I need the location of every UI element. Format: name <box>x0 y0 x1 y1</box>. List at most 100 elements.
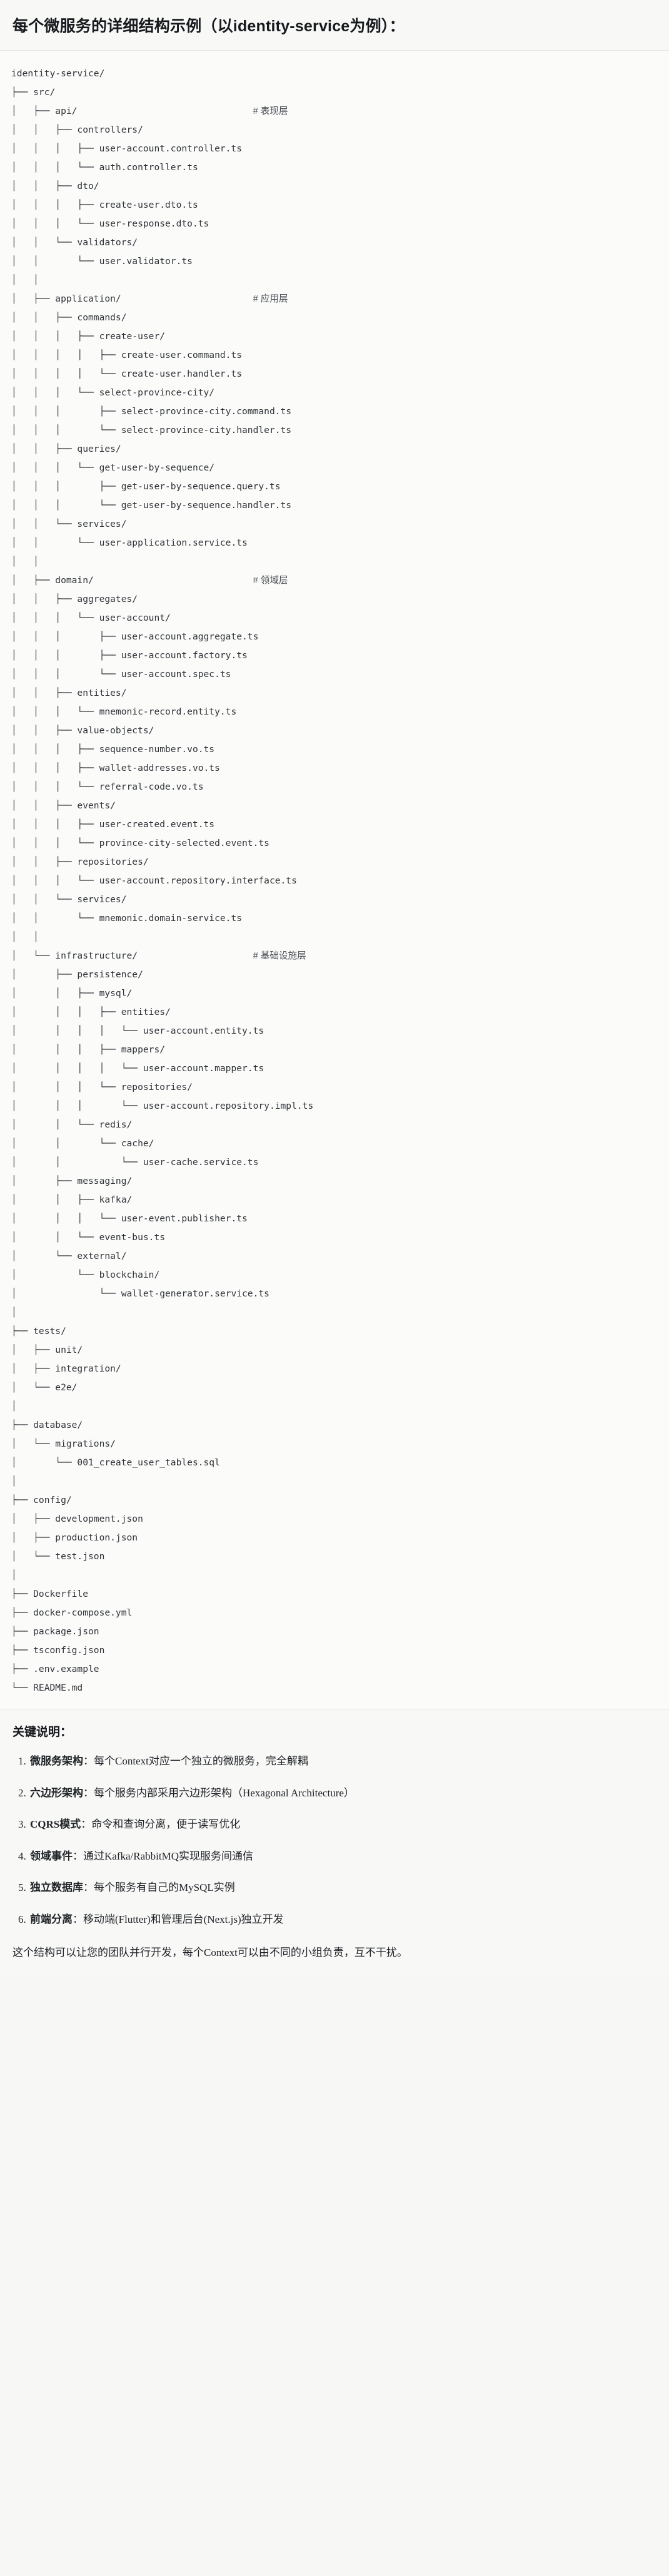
tree-line: │ │ └── validators/ <box>11 233 669 252</box>
tree-line-path: │ │ └── mnemonic.domain-service.ts <box>11 912 243 924</box>
tree-line-path: │ │ <box>11 556 39 567</box>
tree-line-path: │ │ │ ├── create-user.dto.ts <box>11 199 198 210</box>
tree-line-path: │ │ └── user.validator.ts <box>11 255 193 267</box>
key-note-item: 领域事件：通过Kafka/RabbitMQ实现服务间通信 <box>29 1848 656 1865</box>
tree-line: │ │ │ └── province-city-selected.event.t… <box>11 834 669 853</box>
tree-line: │ │ │ ├── sequence-number.vo.ts <box>11 740 669 759</box>
tree-line: │ │ │ ├── user-created.event.ts <box>11 815 669 834</box>
key-note-desc: ：每个服务有自己的MySQL实例 <box>83 1881 235 1894</box>
tree-line: │ │ │ └── user-response.dto.ts <box>11 215 669 233</box>
tree-line-path: │ ├── development.json <box>11 1513 143 1524</box>
tree-line-path: │ ├── persistence/ <box>11 969 143 980</box>
tree-line-path: │ │ └── services/ <box>11 518 127 529</box>
tree-line: │ └── 001_create_user_tables.sql <box>11 1453 669 1472</box>
tree-line-path: ├── package.json <box>11 1626 99 1637</box>
tree-line: │ │ ├── queries/ <box>11 440 669 459</box>
tree-line: │ │ ├── mysql/ <box>11 984 669 1003</box>
tree-line: │ │ ├── events/ <box>11 797 669 815</box>
tree-line-path: │ │ │ └── get-user-by-sequence/ <box>11 462 215 473</box>
tree-line: │ ├── unit/ <box>11 1341 669 1360</box>
tree-line-path: │ │ │ └── get-user-by-sequence.handler.t… <box>11 499 292 511</box>
tree-line-path: │ │ └── redis/ <box>11 1119 133 1130</box>
tree-line: ├── tsconfig.json <box>11 1641 669 1660</box>
tree-line-path: │ ├── unit/ <box>11 1344 83 1355</box>
key-notes-block: 关键说明： 微服务架构：每个Context对应一个独立的微服务，完全解耦六边形架… <box>0 1709 669 1975</box>
tree-line: │ │ └── cache/ <box>11 1134 669 1153</box>
tree-line: │ │ │ └── user-event.publisher.ts <box>11 1209 669 1228</box>
tree-line: │ ├── application/ # 应用层 <box>11 290 669 308</box>
tree-line-path: └── README.md <box>11 1682 83 1693</box>
tree-line: │ ├── messaging/ <box>11 1172 669 1191</box>
tree-line-path: │ └── e2e/ <box>11 1382 78 1393</box>
directory-tree: identity-service/├── src/│ ├── api/ # 表现… <box>0 64 669 1698</box>
tree-line: │ │ ├── aggregates/ <box>11 590 669 609</box>
key-note-item: 独立数据库：每个服务有自己的MySQL实例 <box>29 1880 656 1896</box>
key-note-term: 独立数据库 <box>30 1881 83 1894</box>
tree-line: │ ├── api/ # 表现层 <box>11 102 669 121</box>
heading-block: 每个微服务的详细结构示例（以identity-service为例）： <box>0 0 669 50</box>
tree-line-path: │ │ ├── dto/ <box>11 180 99 191</box>
tree-line: │ │ │ │ └── user-account.mapper.ts <box>11 1059 669 1078</box>
tree-line: │ │ └── user-cache.service.ts <box>11 1153 669 1172</box>
tree-line: │ │ │ └── auth.controller.ts <box>11 158 669 177</box>
key-note-term: 六边形架构 <box>30 1786 83 1799</box>
tree-line-comment: # 基础设施层 <box>253 950 306 961</box>
tree-line-path: ├── docker-compose.yml <box>11 1607 133 1618</box>
tree-line: │ └── e2e/ <box>11 1378 669 1397</box>
tree-line: │ └── test.json <box>11 1547 669 1566</box>
tree-line: │ │ │ └── select-province-city.handler.t… <box>11 421 669 440</box>
key-note-item: 前端分离：移动端(Flutter)和管理后台(Next.js)独立开发 <box>29 1912 656 1928</box>
tree-line: │ │ └── mnemonic.domain-service.ts <box>11 909 669 928</box>
key-note-item: 微服务架构：每个Context对应一个独立的微服务，完全解耦 <box>29 1753 656 1769</box>
tree-line: │ │ └── event-bus.ts <box>11 1228 669 1247</box>
tree-line-path: │ │ │ └── auth.controller.ts <box>11 161 198 173</box>
tree-line: │ │ │ └── get-user-by-sequence.handler.t… <box>11 496 669 515</box>
tree-line: │ └── external/ <box>11 1247 669 1266</box>
tree-line-path: │ │ │ ├── entities/ <box>11 1006 171 1017</box>
tree-line-path: │ │ │ └── user-account/ <box>11 612 171 623</box>
key-note-desc: ：每个Context对应一个独立的微服务，完全解耦 <box>83 1755 308 1768</box>
tree-line-path: │ │ │ └── user-event.publisher.ts <box>11 1213 248 1224</box>
tree-line-path: │ ├── production.json <box>11 1532 138 1543</box>
tree-line: ├── docker-compose.yml <box>11 1604 669 1622</box>
tree-line-path: ├── database/ <box>11 1419 83 1430</box>
tree-line-path: │ │ ├── queries/ <box>11 443 121 454</box>
tree-line: │ <box>11 1566 669 1585</box>
tree-line: │ │ ├── repositories/ <box>11 853 669 872</box>
tree-line: ├── config/ <box>11 1491 669 1510</box>
tree-line-path: │ │ │ ├── sequence-number.vo.ts <box>11 743 215 755</box>
tree-line-path: │ │ │ └── user-response.dto.ts <box>11 218 209 229</box>
tree-line-path: │ │ ├── controllers/ <box>11 124 143 135</box>
tree-line: │ │ ├── dto/ <box>11 177 669 196</box>
tree-line-path: │ │ └── cache/ <box>11 1138 154 1149</box>
tree-line-path: │ │ │ ├── user-account.aggregate.ts <box>11 631 259 642</box>
tree-line: │ │ │ └── repositories/ <box>11 1078 669 1097</box>
key-note-item: 六边形架构：每个服务内部采用六边形架构（Hexagonal Architectu… <box>29 1785 656 1801</box>
tree-line-path: │ │ <box>11 931 39 942</box>
key-note-desc: ：通过Kafka/RabbitMQ实现服务间通信 <box>73 1850 253 1862</box>
tree-line-path: │ ├── integration/ <box>11 1363 121 1374</box>
tree-line: │ ├── domain/ # 领域层 <box>11 571 669 590</box>
tree-line: │ │ │ └── select-province-city/ <box>11 384 669 402</box>
tree-line-path: │ │ │ ├── create-user/ <box>11 330 166 342</box>
tree-line: │ │ │ ├── user-account.factory.ts <box>11 646 669 665</box>
tree-line: ├── package.json <box>11 1622 669 1641</box>
tree-line: │ │ │ ├── wallet-addresses.vo.ts <box>11 759 669 778</box>
tree-line: │ └── migrations/ <box>11 1435 669 1453</box>
tree-line-path: │ └── 001_create_user_tables.sql <box>11 1457 220 1468</box>
tree-line: │ │ │ └── user-account/ <box>11 609 669 628</box>
tree-line-path: │ │ │ ├── select-province-city.command.t… <box>11 405 292 417</box>
tree-line-path: │ ├── api/ <box>11 105 253 116</box>
tree-line-path: │ │ │ │ └── create-user.handler.ts <box>11 368 243 379</box>
tree-line-path: │ │ │ └── repositories/ <box>11 1081 193 1092</box>
tree-line-path: │ │ <box>11 274 39 285</box>
tree-line: │ │ │ └── user-account.repository.impl.t… <box>11 1097 669 1116</box>
tree-line: │ └── infrastructure/ # 基础设施层 <box>11 947 669 965</box>
tree-line: │ │ │ ├── mappers/ <box>11 1041 669 1059</box>
tree-line-path: │ │ └── user-cache.service.ts <box>11 1156 259 1168</box>
key-note-term: CQRS模式 <box>30 1818 81 1831</box>
tree-line: │ │ │ └── user-account.spec.ts <box>11 665 669 684</box>
tree-line-path: │ │ │ ├── mappers/ <box>11 1044 166 1055</box>
tree-line: │ ├── integration/ <box>11 1360 669 1378</box>
tree-line-comment: # 表现层 <box>253 106 288 116</box>
